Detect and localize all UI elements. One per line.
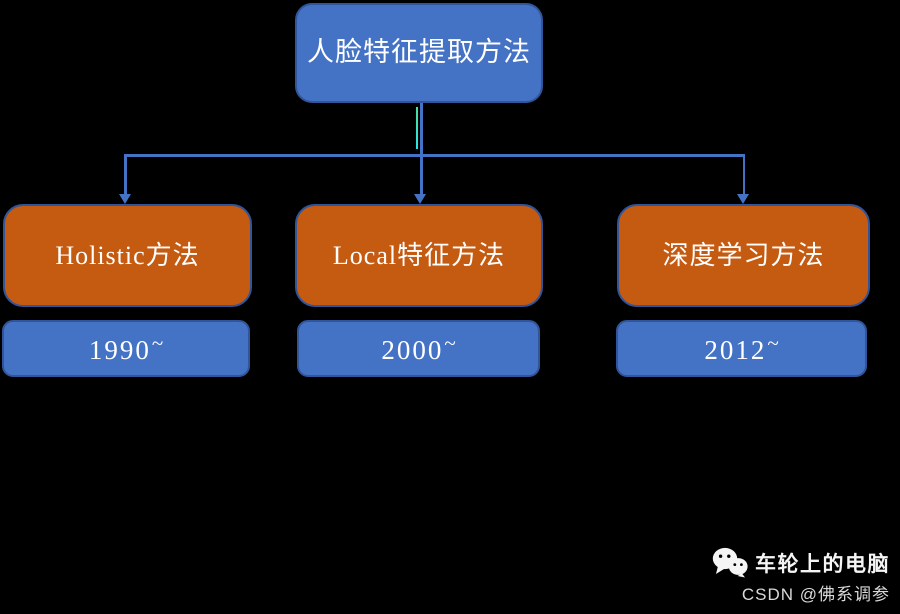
year-label: 2000~	[381, 330, 456, 365]
watermark-title: 车轮上的电脑	[755, 552, 890, 576]
method-node-local: Local特征方法	[295, 204, 543, 307]
method-node-deep-learning: 深度学习方法	[617, 204, 870, 307]
tilde-suffix: ~	[444, 330, 456, 355]
year-node-2000: 2000~	[297, 320, 540, 377]
root-node-label: 人脸特征提取方法	[307, 37, 531, 68]
year-label: 1990~	[88, 330, 164, 365]
wechat-icon	[712, 547, 748, 578]
tilde-suffix: ~	[767, 330, 779, 355]
method-node-holistic: Holistic方法	[3, 204, 252, 307]
method-node-label: Holistic方法	[55, 240, 200, 270]
year-label: 2012~	[704, 330, 779, 365]
method-node-label: 深度学习方法	[662, 240, 825, 270]
arrow-down-icon	[414, 194, 426, 204]
tilde-suffix: ~	[151, 330, 164, 355]
connector-trunk-line	[419, 103, 423, 196]
highlight-cursor-line	[416, 107, 418, 149]
watermark-subtitle: CSDN @佛系调参	[741, 585, 890, 604]
arrow-down-icon	[118, 194, 131, 204]
arrow-down-icon	[737, 194, 749, 204]
root-node: 人脸特征提取方法	[295, 3, 543, 103]
watermark: 车轮上的电脑 CSDN @佛系调参	[712, 547, 890, 605]
connector-left-line	[124, 154, 127, 196]
connector-right-line	[742, 154, 745, 196]
method-node-label: Local特征方法	[332, 240, 506, 270]
year-node-2012: 2012~	[616, 320, 867, 377]
year-node-1990: 1990~	[2, 320, 250, 377]
connector-horizontal-line	[124, 154, 745, 157]
